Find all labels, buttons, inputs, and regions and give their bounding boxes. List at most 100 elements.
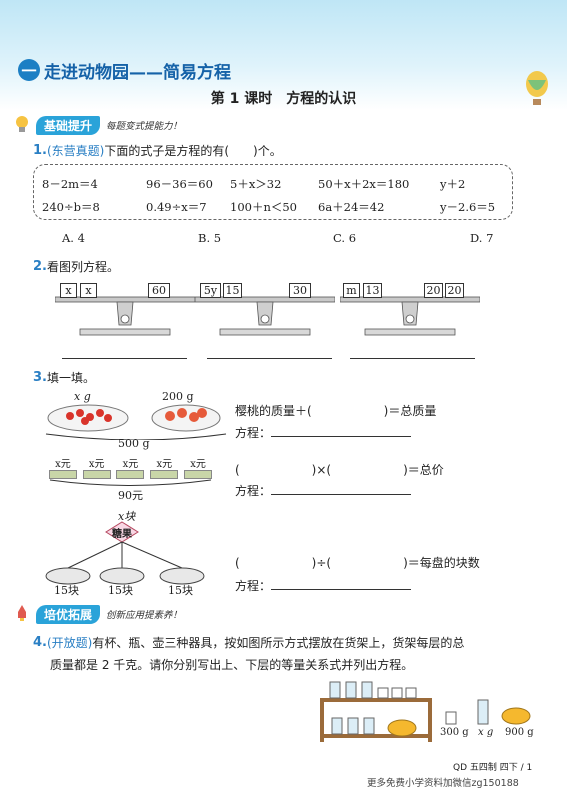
q1-option-c[interactable]: C. 6 — [333, 231, 357, 245]
p2-fill-line-1[interactable]: ( )×( )＝总价 — [235, 463, 444, 477]
p3-equation-label: 方程： — [235, 579, 272, 593]
unit-title-text: 走进动物园——简易方程 — [44, 62, 231, 83]
candy-top-label: x块 — [118, 510, 136, 523]
q2-stem: 2. 看图列方程。 — [33, 258, 119, 275]
plate-label-3: 15块 — [168, 584, 193, 597]
lightbulb-icon — [16, 116, 28, 132]
scale-3-right-box-2: 20 — [445, 283, 464, 298]
section-basic-label: 基础提升 — [36, 115, 101, 135]
q4-text-2: 质量都是 2 千克。请你分别写出上、下层的等量关系式并列出方程。 — [50, 658, 414, 672]
scale-3-left-box-1: m — [343, 283, 360, 298]
p1-equation-row: 方程： — [235, 424, 412, 441]
candy-plates-drawing — [45, 521, 205, 585]
price-tag-label: x元 — [156, 459, 173, 470]
unit-number-badge: 一 — [18, 59, 40, 81]
q2-answer-line-2[interactable] — [207, 358, 332, 359]
scale-2-left-box-1: 5y — [200, 283, 221, 298]
section-advanced-label: 培优拓展 — [36, 604, 101, 624]
section-advanced: 培优拓展 创新应用提素养！ — [18, 604, 183, 624]
price-tag: x元 — [48, 455, 78, 479]
q1-expr-1-1: 8－2m＝4 — [42, 177, 98, 191]
shelf-drawing — [320, 681, 531, 742]
q1-expr-1-4: 50＋x＋2x＝180 — [318, 177, 410, 191]
p2-total-label: 90元 — [118, 489, 143, 502]
page-code: QD 五四制 四下 / 1 — [453, 763, 533, 773]
scale-1-drawing — [55, 296, 195, 336]
q2-answer-line-3[interactable] — [350, 358, 475, 359]
q4-text-1: 有杯、瓶、壶三种器具，按如图所示方式摆放在货架上，货架每层的总 — [92, 636, 465, 650]
q1-expr-2-3: 100＋n＜50 — [230, 200, 297, 214]
p2-equation-blank[interactable] — [271, 482, 412, 495]
q2-text: 看图列方程。 — [46, 260, 119, 274]
q1-expr-2-5: y－2.6＝5 — [440, 200, 496, 214]
p2-equation-label: 方程： — [235, 484, 272, 498]
q1-expression-box — [33, 164, 513, 220]
price-tag: x元 — [116, 455, 146, 479]
fruit-plates-drawing — [45, 404, 227, 440]
q1-expr-2-1: 240÷b＝8 — [42, 200, 100, 214]
hot-air-balloon-icon — [526, 71, 548, 105]
weight-pot: 900 g — [505, 727, 534, 738]
weight-cup: 300 g — [440, 727, 469, 738]
p3-equation-blank[interactable] — [271, 577, 412, 590]
price-tags-row: x元 x元 x元 x元 x元 — [48, 455, 213, 479]
scale-3-right-box-1: 20 — [424, 283, 443, 298]
q3-text: 填一填。 — [46, 371, 95, 385]
price-tag-label: x元 — [88, 459, 105, 470]
rocket-icon — [18, 605, 26, 621]
p1-left-label: x g — [74, 390, 91, 403]
p2-equation-row: 方程： — [235, 482, 412, 499]
price-tag-label: x元 — [122, 459, 139, 470]
price-tag: x元 — [149, 455, 179, 479]
q1-option-d[interactable]: D. 7 — [470, 231, 494, 245]
q4-stem-line-1: 4. (开放题) 有杯、瓶、壶三种器具，按如图所示方式摆放在货架上，货架每层的总 — [33, 634, 464, 651]
scale-2-drawing — [195, 296, 335, 336]
candy-label: 糖果 — [112, 529, 132, 540]
price-tag: x元 — [82, 455, 112, 479]
p3-fill-line-1[interactable]: ( )÷( )＝每盘的块数 — [235, 556, 480, 570]
scale-1-right-box-1: 60 — [148, 283, 170, 298]
q1-option-a[interactable]: A. 4 — [62, 231, 85, 245]
lesson-title: 第 1 课时 方程的认识 — [210, 91, 357, 107]
price-tag: x元 — [183, 455, 213, 479]
q4-tag: (开放题) — [46, 636, 93, 650]
q1-expr-1-2: 96－36＝60 — [146, 177, 213, 191]
scale-3-drawing — [340, 296, 480, 336]
q2-number: 2. — [33, 259, 47, 274]
q1-expr-2-4: 6a＋24＝42 — [318, 200, 385, 214]
q1-expr-2-2: 0.49÷x＝7 — [146, 200, 207, 214]
weight-bottle: x g — [478, 727, 494, 738]
section-basic-slogan: 每题变式提能力！ — [106, 121, 183, 132]
scale-2-right-box-1: 30 — [289, 283, 311, 298]
plate-label-2: 15块 — [108, 584, 133, 597]
q2-answer-line-1[interactable] — [62, 358, 187, 359]
p1-equation-label: 方程： — [235, 426, 272, 440]
watermark-text: 更多免费小学资料加微信zg150188 — [367, 778, 519, 789]
plate-label-1: 15块 — [54, 584, 79, 597]
scale-1-left-box-1: x — [60, 283, 77, 298]
q3-stem: 3. 填一填。 — [33, 369, 95, 386]
q1-tag: (东营真题) — [46, 144, 105, 158]
q1-option-b[interactable]: B. 5 — [198, 231, 222, 245]
section-advanced-slogan: 创新应用提素养！ — [106, 610, 183, 621]
q4-number: 4. — [33, 635, 47, 650]
q1-stem: 1. (东营真题) 下面的式子是方程的有( )个。 — [33, 142, 282, 159]
p1-equation-blank[interactable] — [271, 424, 412, 437]
p3-equation-row: 方程： — [235, 577, 412, 594]
q1-number: 1. — [33, 143, 47, 158]
q1-expr-1-3: 5＋x＞32 — [230, 177, 282, 191]
scale-3-left-box-2: 13 — [363, 283, 382, 298]
p2-brace — [49, 479, 212, 486]
p1-total-label: 500 g — [118, 437, 150, 450]
section-basic: 基础提升 每题变式提能力！ — [16, 115, 183, 135]
scale-1-left-box-2: x — [80, 283, 97, 298]
q1-expr-1-5: y＋2 — [440, 177, 466, 191]
p1-fill-line-1[interactable]: 樱桃的质量＋( )＝总质量 — [235, 404, 437, 418]
unit-title: 一 走进动物园——简易方程 — [18, 57, 231, 83]
q3-number: 3. — [33, 370, 47, 385]
p1-right-label: 200 g — [162, 390, 194, 403]
q1-text: 下面的式子是方程的有( )个。 — [104, 144, 282, 158]
header-background — [0, 0, 567, 110]
price-tag-label: x元 — [190, 459, 206, 470]
scale-2-left-box-2: 15 — [223, 283, 242, 298]
